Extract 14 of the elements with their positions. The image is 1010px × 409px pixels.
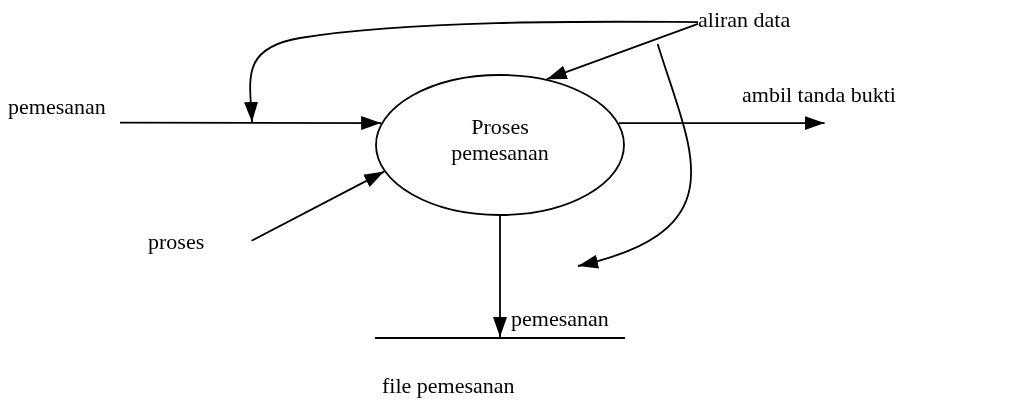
data-store-label: file pemesanan — [382, 373, 515, 399]
flow-arrow — [119, 116, 382, 130]
leader-arrow — [577, 43, 692, 268]
flow-label: proses — [148, 229, 206, 255]
process-label: Proses pemesanan — [450, 114, 550, 166]
flow-label: pemesanan — [8, 94, 107, 120]
flow-arrow — [545, 23, 699, 81]
flow-label: ambil tanda bukti — [742, 82, 897, 108]
flow-arrow — [250, 170, 385, 242]
leader-arrow — [243, 20, 699, 123]
flow-arrow — [618, 116, 826, 131]
edge-label: pemesanan — [511, 306, 609, 332]
flow-arrow — [493, 215, 507, 338]
annotation-label: aliran data — [698, 7, 792, 33]
